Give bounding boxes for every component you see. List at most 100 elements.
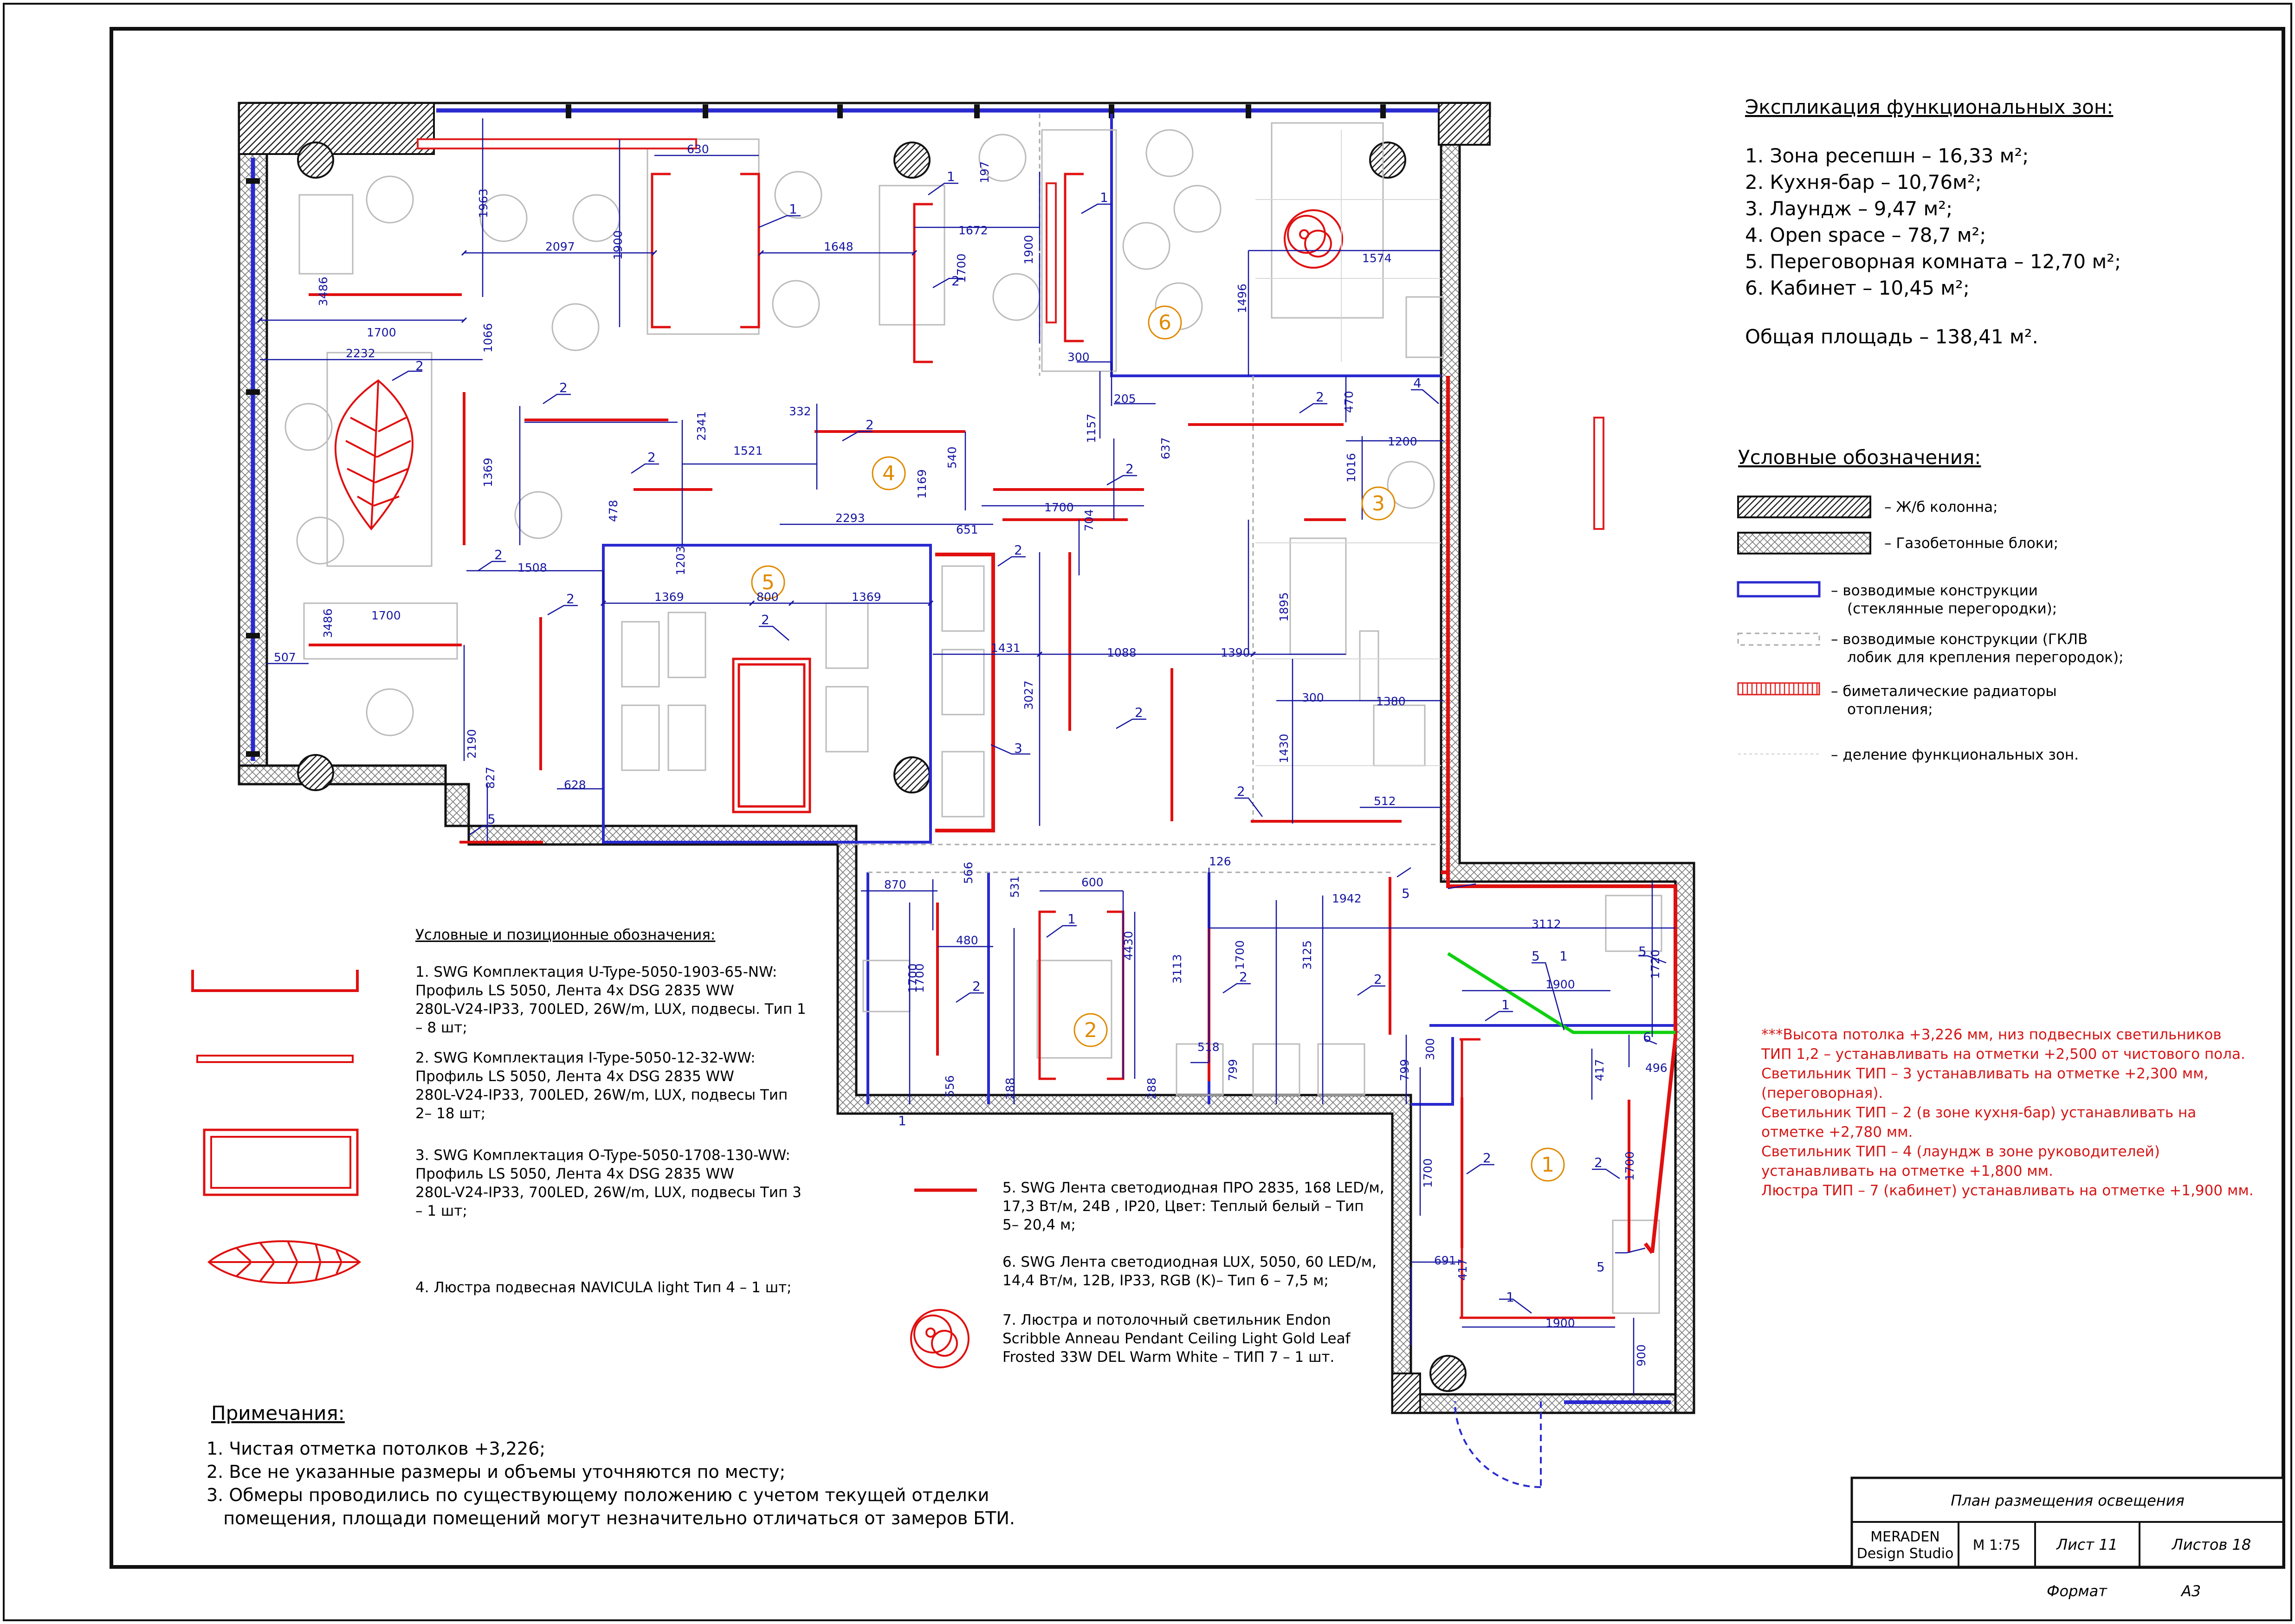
note-line: 1. Чистая отметка потолков +3,226;	[207, 1438, 545, 1459]
position-item-3: 3. SWG Комплектация O-Type-5050-1708-130…	[415, 1147, 790, 1164]
legend-zone-div-text: – деление функциональных зон.	[1831, 747, 2079, 763]
mounting-note-line: Люстра ТИП – 7 (кабинет) устанавливать н…	[1761, 1182, 2254, 1199]
round-column	[1429, 1355, 1467, 1392]
dimension-value: 704	[1082, 509, 1096, 531]
round-column	[297, 142, 334, 179]
symbol-type-7	[910, 1309, 970, 1368]
zone-line: 6. Кабинет – 10,45 м²;	[1745, 277, 1970, 299]
position-legend: Условные и позиционные обозначения: 1. S…	[191, 927, 1384, 1368]
mounting-notes: ***Высота потолка +3,226 мм, низ подвесн…	[1761, 1026, 2254, 1199]
dimension-value: 1169	[915, 469, 929, 499]
dimension-value: 1200	[1388, 435, 1417, 448]
luminaire-tag: 1	[1559, 948, 1568, 964]
inner-frame	[110, 27, 2285, 1569]
position-item-6: 14,4 Вт/м, 12В, IP33, RGB (K)– Тип 6 – 7…	[1002, 1272, 1329, 1289]
luminaire-tag: 2	[647, 450, 656, 465]
stamp-sheets: Листов 18	[2172, 1536, 2251, 1553]
dimension-value: 3125	[1300, 940, 1314, 970]
dimension-value: 1900	[611, 230, 625, 260]
dimension-value: 800	[756, 590, 779, 604]
legend-radiator-text: – биметалические радиаторы	[1831, 683, 2057, 700]
dimension-value: 1700	[367, 326, 396, 339]
dimension-value: 300	[1423, 1038, 1437, 1060]
position-item-1: – 8 шт;	[415, 1019, 467, 1036]
round-column	[893, 756, 931, 793]
mounting-note-line: ТИП 1,2 – устанавливать на отметки +2,50…	[1761, 1046, 2245, 1063]
dimension-value: 518	[1197, 1040, 1220, 1054]
position-item-1: 280L-V24-IP33, 700LED, 26W/m, LUX, подве…	[415, 1001, 806, 1018]
leader-lines	[392, 182, 1667, 1314]
dimension-value: 1157	[1085, 413, 1098, 443]
legend-glass-swatch	[1737, 581, 1821, 598]
stamp-brand: MERADEN	[1870, 1529, 1940, 1545]
format-label: Формат	[2047, 1582, 2108, 1600]
dimension-value: 1648	[824, 240, 853, 253]
dimension-value: 1900	[1545, 1316, 1575, 1330]
position-item-3: Профиль LS 5050, Лента 4х DSG 2835 WW	[415, 1166, 734, 1182]
luminaire-tag: 2	[866, 417, 874, 432]
symbol-type-3	[203, 1128, 359, 1196]
position-item-2: 2. SWG Комплектация I-Type-5050-12-32-WW…	[415, 1050, 756, 1066]
dimension-value: 556	[943, 1075, 957, 1097]
dimension-value: 507	[274, 651, 296, 664]
luminaire-tag: 1	[898, 1113, 906, 1128]
mounting-note-line: (переговорная).	[1761, 1085, 1883, 1102]
luminaire-tag: 2	[1483, 1150, 1491, 1166]
luminaire-tag: 2	[972, 979, 981, 994]
title-stamp: План размещения освещения MERADEN Design…	[1850, 1476, 2285, 1600]
dimension-value: 1369	[852, 590, 881, 604]
explication-title: Экспликация функциональных зон:	[1745, 96, 2113, 118]
dimension-value: 496	[1645, 1061, 1668, 1075]
luminaire-tag: 5	[1638, 944, 1647, 959]
symbol-type-3-inner	[210, 1136, 351, 1189]
zone-markers	[751, 305, 1565, 1182]
dimension-value: 691	[1434, 1254, 1456, 1267]
legend-title: Условные обозначения:	[1738, 446, 1981, 469]
dimension-labels: 1963209710662232170034861900630164816721…	[274, 142, 1668, 1366]
legend-glass-text: – возводимые конструкции	[1831, 582, 2038, 599]
glass-partitions	[602, 114, 1675, 1106]
stamp-title: План размещения освещения	[1951, 1492, 2184, 1509]
format-value: А3	[2180, 1582, 2201, 1600]
dimension-value: 1700	[1623, 1151, 1636, 1181]
dimension-value: 1390	[1221, 646, 1250, 659]
luminaire-tag: 5	[1402, 886, 1410, 901]
zone-marker	[872, 456, 906, 490]
position-item-6: 6. SWG Лента светодиодная LUX, 5050, 60 …	[1002, 1254, 1377, 1270]
note-line: помещения, площади помещений могут незна…	[207, 1508, 1015, 1528]
dimension-value: 3027	[1022, 680, 1035, 710]
dimension-value: 1430	[1277, 734, 1291, 763]
position-item-7: Scribble Anneau Pendant Ceiling Light Go…	[1002, 1330, 1351, 1347]
luminaire-tag: 1	[1506, 1289, 1514, 1305]
dimension-value: 799	[1398, 1059, 1411, 1081]
luminaire-tag: 2	[1135, 705, 1143, 720]
dimension-value: 3112	[1532, 917, 1561, 931]
dimension-value: 1380	[1376, 695, 1406, 708]
mounting-note-line: устанавливать на отметке +1,800 мм.	[1761, 1163, 2053, 1179]
dimension-value: 1203	[674, 546, 687, 575]
dimension-value: 1895	[1277, 592, 1291, 622]
dimension-value: 2293	[835, 511, 865, 525]
radiators	[417, 138, 1604, 530]
dimension-value: 1574	[1362, 251, 1392, 265]
luminaire-tag: 1	[1501, 997, 1510, 1012]
zone-marker	[1073, 1013, 1108, 1047]
dimension-value: 3486	[317, 277, 330, 306]
mounting-note-line: отметке +2,780 мм.	[1761, 1124, 1913, 1141]
dimension-value: 288	[1145, 1077, 1158, 1100]
dimension-value: 900	[1635, 1344, 1648, 1366]
note-line: 2. Все не указанные размеры и объемы уто…	[207, 1462, 785, 1482]
dimension-value: 1900	[1022, 235, 1035, 264]
dimension-value: 1963	[477, 188, 490, 218]
luminaire-tag: 3	[1014, 741, 1022, 756]
dimension-value: 470	[1342, 391, 1356, 413]
luminaire-tag: 5	[1532, 948, 1540, 964]
position-item-3: – 1 шт;	[415, 1203, 467, 1219]
legend-block: Условные обозначения: – Ж/б колонна; – Г…	[1737, 446, 2124, 763]
luminaire-tag: 2	[1374, 972, 1382, 987]
luminaire-tag: 2	[1237, 784, 1245, 799]
dimension-value: 630	[687, 142, 709, 156]
general-notes: Примечания: 1. Чистая отметка потолков +…	[207, 1402, 1015, 1528]
dimension-value: 332	[789, 405, 811, 418]
